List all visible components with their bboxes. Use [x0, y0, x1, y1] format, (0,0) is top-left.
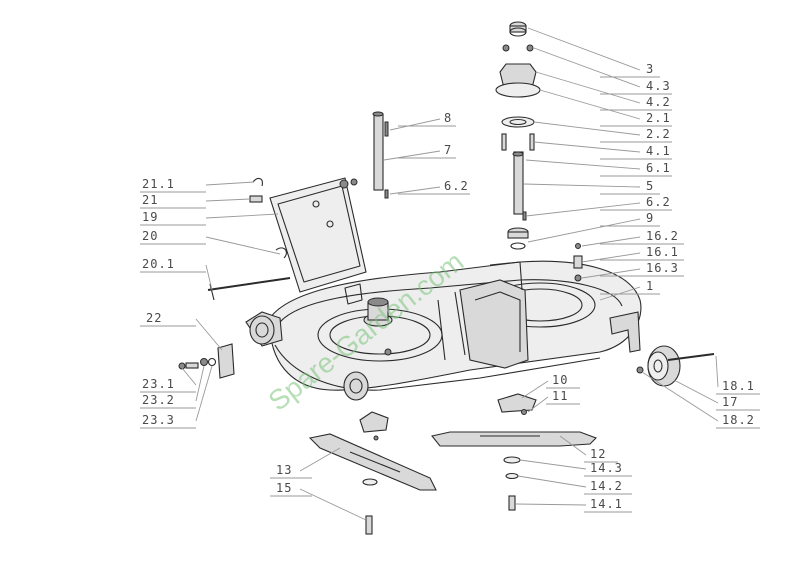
- callout-label-6.1: 6.1: [646, 161, 671, 175]
- callout-leader-23.2: [195, 365, 205, 402]
- callout-leader-6.1: [525, 159, 641, 170]
- callout-label-6.2b: 6.2: [646, 195, 671, 209]
- callout-leader-9: [527, 218, 641, 243]
- spindle-assembly: [495, 21, 583, 282]
- callout-leader-13: [299, 447, 341, 472]
- callout-label-13: 13: [276, 463, 292, 477]
- callout-leader-17: [673, 379, 719, 404]
- callout-leader-12: [559, 435, 587, 456]
- callout-label-4.1: 4.1: [646, 144, 671, 158]
- callout-label-14.2: 14.2: [590, 479, 623, 493]
- callout-leader-2.1: [539, 89, 641, 120]
- callout-label-23.3: 23.3: [142, 413, 175, 427]
- callout-leader-15: [299, 488, 367, 521]
- callout-leader-21.1: [205, 181, 255, 186]
- callout-label-16.3: 16.3: [646, 261, 679, 275]
- callout-leader-6.2a: [389, 186, 441, 195]
- callout-leader-7: [383, 150, 441, 161]
- callout-leader-19: [205, 213, 279, 219]
- callout-leader-3: [527, 27, 641, 71]
- callout-label-9: 9: [646, 211, 654, 225]
- callout-label-4.2: 4.2: [646, 95, 671, 109]
- blades: [308, 393, 597, 535]
- callout-label-21: 21: [142, 193, 158, 207]
- callout-label-23.2: 23.2: [142, 393, 175, 407]
- callout-label-3: 3: [646, 62, 654, 76]
- callout-leader-23.1: [181, 367, 197, 386]
- left-spindle-shaft: [372, 111, 389, 199]
- callout-label-14.1: 14.1: [590, 497, 623, 511]
- deflector-plate: [207, 177, 367, 301]
- hanger-bracket: [178, 343, 235, 379]
- callout-label-21.1: 21.1: [142, 177, 175, 191]
- callout-leader-20.1: [205, 264, 213, 291]
- callout-leader-18.2: [641, 371, 719, 422]
- callout-label-17: 17: [722, 395, 738, 409]
- callout-leader-22: [195, 318, 223, 351]
- callout-leader-6.2b: [525, 202, 641, 217]
- callout-label-8: 8: [444, 111, 452, 125]
- rear-wheel: [636, 345, 715, 387]
- callout-label-19: 19: [142, 210, 158, 224]
- callout-label-5: 5: [646, 179, 654, 193]
- callout-leader-14.1: [515, 503, 587, 506]
- callout-label-6.2a: 6.2: [444, 179, 469, 193]
- callout-leader-5: [523, 183, 641, 188]
- callout-label-18.1: 18.1: [722, 379, 755, 393]
- callout-leader-16.1: [581, 252, 641, 263]
- callout-label-10: 10: [552, 373, 568, 387]
- callout-label-2.2: 2.2: [646, 127, 671, 141]
- callout-leader-14.3: [519, 459, 587, 470]
- callout-label-16.2: 16.2: [646, 229, 679, 243]
- callout-label-20.1: 20.1: [142, 257, 175, 271]
- callout-leader-20: [205, 236, 281, 255]
- callout-label-18.2: 18.2: [722, 413, 755, 427]
- callout-leader-4.3: [533, 47, 641, 88]
- callout-leader-21: [205, 198, 251, 202]
- callout-leader-4.1: [533, 141, 641, 153]
- callout-label-7: 7: [444, 143, 452, 157]
- mower-deck: [245, 260, 642, 401]
- callout-leader-16.2: [581, 236, 641, 247]
- callout-leader-11: [527, 396, 549, 413]
- callout-labels: 3 4.3 4.2 2.1 2.2 4.1 6.1 5 6.2 9 16.2 16.1 16.3 1 8 7 6…: [140, 27, 760, 521]
- callout-leader-2.2: [533, 121, 641, 136]
- callout-leader-8: [389, 118, 441, 131]
- callout-leader-18.1: [715, 355, 719, 388]
- callout-leader-10: [521, 380, 549, 399]
- callout-leader-23.3: [195, 365, 213, 422]
- callout-leader-1: [599, 286, 641, 301]
- callout-label-12: 12: [590, 447, 606, 461]
- callout-leader-16.3: [581, 268, 641, 279]
- callout-label-15: 15: [276, 481, 292, 495]
- callout-label-14.3: 14.3: [590, 461, 623, 475]
- callout-label-20: 20: [142, 229, 158, 243]
- callout-leader-4.2: [535, 71, 641, 104]
- callout-label-4.3: 4.3: [646, 79, 671, 93]
- callout-label-23.1: 23.1: [142, 377, 175, 391]
- callout-label-16.1: 16.1: [646, 245, 679, 259]
- callout-label-22: 22: [146, 311, 162, 325]
- callout-label-2.1: 2.1: [646, 111, 671, 125]
- callout-leader-14.2: [517, 475, 587, 488]
- callout-label-11: 11: [552, 389, 568, 403]
- callout-label-1: 1: [646, 279, 654, 293]
